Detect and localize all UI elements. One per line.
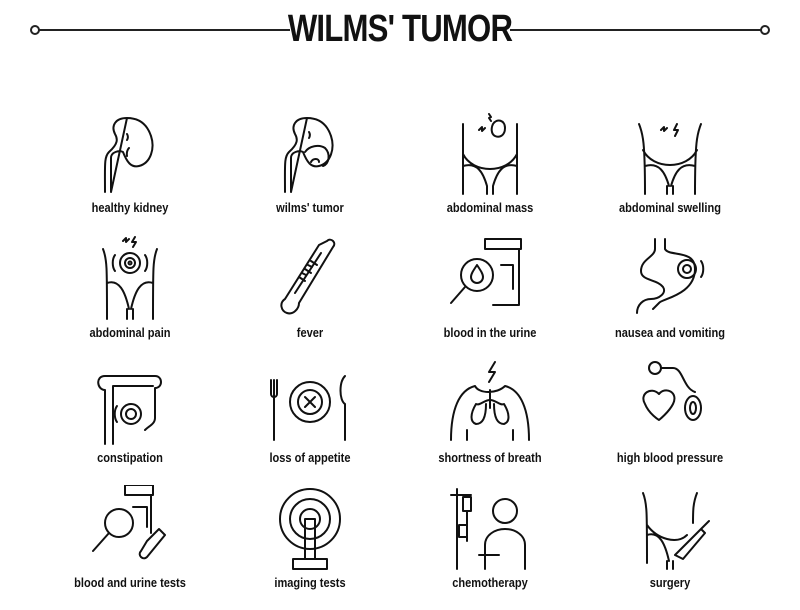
- icon-card-surgery: surgery: [580, 485, 760, 610]
- icon-label: imaging tests: [274, 575, 346, 590]
- icon-label: chemotherapy: [452, 575, 528, 590]
- icon-label: blood and urine tests: [74, 575, 186, 590]
- icon-card-fever: fever: [220, 235, 400, 360]
- icon-card-constipation: constipation: [40, 360, 220, 485]
- wilms-tumor-kidney-icon: [283, 117, 334, 193]
- icon-label: blood in the urine: [443, 325, 537, 340]
- title-rule-left: [38, 29, 290, 31]
- iv-drip-patient-icon: [450, 488, 526, 570]
- icon-label: surgery: [649, 575, 691, 590]
- icon-card-chemotherapy: chemotherapy: [400, 485, 580, 610]
- title-rule-left-dot: [30, 25, 40, 35]
- heart-tonometer-icon: [642, 361, 702, 421]
- abdominal-mass-icon: [462, 113, 518, 195]
- icon-label: abdominal swelling: [619, 200, 721, 215]
- icon-label: fever: [296, 325, 324, 340]
- icon-card-abdominal-pain: abdominal pain: [40, 235, 220, 360]
- plate-cutlery-icon: [270, 375, 346, 441]
- stomach-icon: [636, 238, 705, 314]
- icon-label: wilms' tumor: [276, 200, 344, 215]
- icon-card-imaging-tests: imaging tests: [220, 485, 400, 610]
- icon-card-abdominal-swelling: abdominal swelling: [580, 110, 760, 235]
- title-rule-right-dot: [760, 25, 770, 35]
- icon-card-healthy-kidney: healthy kidney: [40, 110, 220, 235]
- icon-label: loss of appetite: [269, 450, 351, 465]
- mri-scanner-icon: [279, 488, 341, 570]
- icon-card-blood-in-the-urine: blood in the urine: [400, 235, 580, 360]
- icon-label: constipation: [97, 450, 163, 465]
- icon-label: abdominal pain: [89, 325, 171, 340]
- icon-card-high-blood-pressure: high blood pressure: [580, 360, 760, 485]
- icon-label: abdominal mass: [446, 200, 534, 215]
- icon-card-blood-and-urine-tests: blood and urine tests: [40, 485, 220, 610]
- icon-label: high blood pressure: [616, 450, 724, 465]
- icon-card-wilms-tumor: wilms' tumor: [220, 110, 400, 235]
- icon-card-nausea-and-vomiting: nausea and vomiting: [580, 235, 760, 360]
- title-rule-right: [510, 29, 762, 31]
- icon-label: shortness of breath: [438, 450, 542, 465]
- lungs-icon: [450, 361, 530, 441]
- abdominal-pain-icon: [102, 236, 158, 320]
- healthy-kidney-icon: [103, 117, 154, 193]
- scalpel-abdomen-icon: [642, 492, 710, 570]
- test-tubes-icon: [92, 485, 166, 560]
- abdominal-swelling-icon: [638, 123, 702, 195]
- icon-label: nausea and vomiting: [615, 325, 725, 340]
- page-title: WILMS' TUMOR: [287, 8, 513, 50]
- icon-card-shortness-of-breath: shortness of breath: [400, 360, 580, 485]
- intestine-icon: [97, 375, 162, 445]
- thermometer-icon: [280, 238, 336, 315]
- urine-sample-magnifier-icon: [450, 238, 522, 306]
- icon-card-abdominal-mass: abdominal mass: [400, 110, 580, 235]
- icon-card-loss-of-appetite: loss of appetite: [220, 360, 400, 485]
- icon-label: healthy kidney: [91, 200, 169, 215]
